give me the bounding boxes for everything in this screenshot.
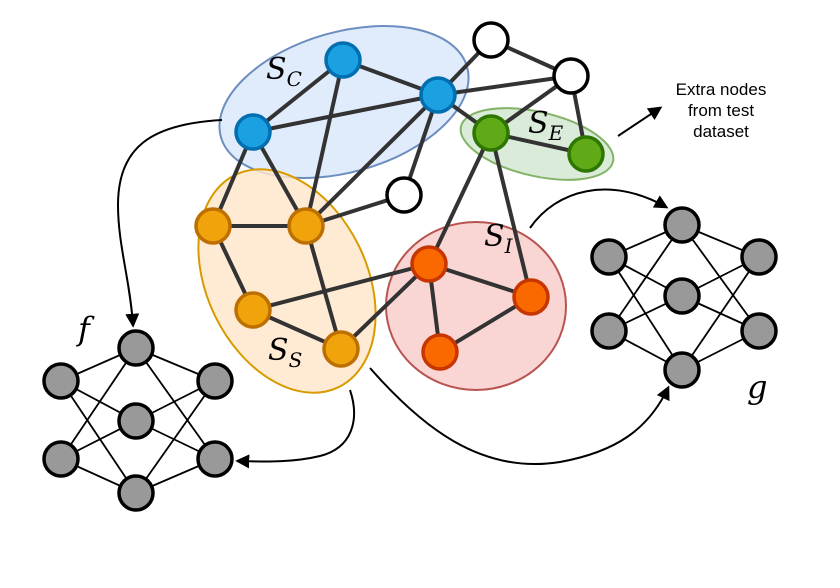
edge — [339, 262, 431, 351]
edge — [436, 74, 573, 97]
set-label-si: SI — [484, 219, 514, 258]
edge — [304, 224, 343, 351]
node-orange — [234, 291, 272, 329]
edge — [251, 262, 431, 312]
edge — [251, 93, 440, 134]
neuron — [42, 440, 80, 478]
edge — [427, 131, 493, 266]
node-blue — [234, 113, 272, 151]
arrow-si-to-g — [529, 188, 669, 229]
neuron — [117, 329, 155, 367]
neural-network-g: g — [590, 206, 778, 406]
node-green — [472, 114, 510, 152]
neuron — [196, 362, 234, 400]
network-g-label: g — [747, 368, 767, 406]
neuron — [663, 277, 701, 315]
node-white — [385, 176, 423, 214]
node-white — [552, 57, 590, 95]
graph-nodes — [194, 21, 605, 371]
arrow-ss-to-f — [235, 389, 355, 469]
arrow-se-to-note — [617, 106, 663, 137]
neuron — [590, 312, 628, 350]
node-orange — [322, 330, 360, 368]
arrow-ss-to-g — [369, 367, 670, 466]
neural-network-f: f — [42, 310, 234, 512]
neuron — [740, 238, 778, 276]
edge — [251, 58, 345, 134]
edge — [304, 58, 345, 228]
network-f-label: f — [76, 310, 95, 348]
set-label-sc: SC — [266, 52, 302, 91]
flow-arrows — [116, 106, 670, 469]
edge — [304, 93, 440, 228]
node-blue — [324, 41, 362, 79]
node-blue — [419, 76, 457, 114]
set-label-ss: SS — [268, 333, 302, 372]
arrow-sc-to-f — [116, 119, 223, 328]
neuron — [117, 474, 155, 512]
node-orange — [194, 207, 232, 245]
note-line-1: Extra nodes — [676, 80, 767, 99]
note-line-2: from test — [688, 101, 754, 120]
node-red — [421, 333, 459, 371]
set-regions — [197, 25, 615, 394]
set-label-se: SE — [528, 106, 564, 145]
neuron — [42, 362, 80, 400]
extra-nodes-note: Extra nodes from test dataset — [676, 80, 767, 141]
node-red — [512, 278, 550, 316]
neuron — [663, 351, 701, 389]
node-orange — [287, 207, 325, 245]
edge — [489, 131, 533, 299]
neuron — [196, 440, 234, 478]
neuron — [590, 238, 628, 276]
neuron — [740, 312, 778, 350]
node-green — [567, 135, 605, 173]
neuron — [663, 206, 701, 244]
node-red — [410, 245, 448, 283]
node-white — [472, 21, 510, 59]
note-line-3: dataset — [693, 122, 749, 141]
neuron — [117, 402, 155, 440]
